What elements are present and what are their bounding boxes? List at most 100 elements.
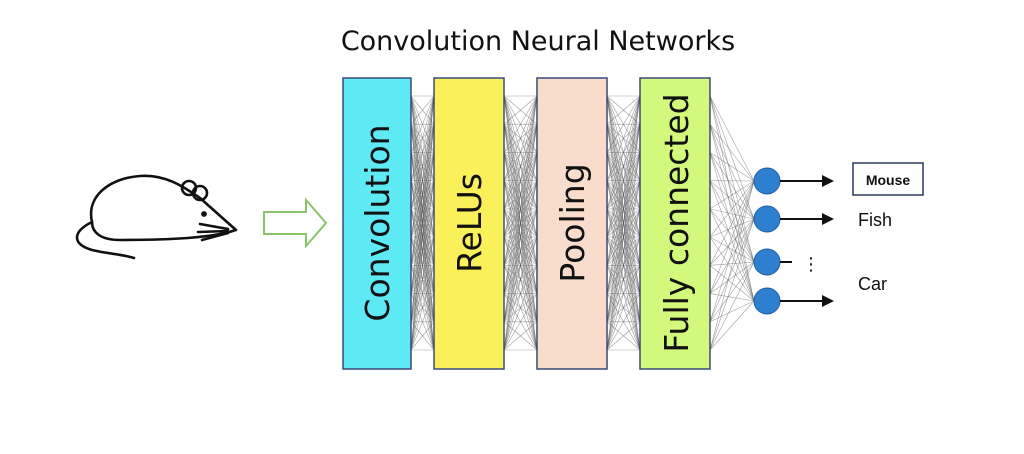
layer-relus: ReLUs <box>433 77 505 370</box>
connection-line <box>410 95 435 125</box>
layer-fully-connected-label: Fully connected <box>657 93 696 352</box>
connection-line <box>709 208 755 263</box>
connection-line <box>410 95 435 153</box>
connection-line <box>503 95 538 351</box>
connection-line <box>410 124 435 351</box>
connection-line <box>709 180 755 220</box>
connection-line <box>709 180 755 266</box>
output-node-3 <box>753 248 792 276</box>
connection-line <box>709 265 755 302</box>
connection-line <box>410 265 435 351</box>
connection-line <box>410 180 435 351</box>
output-ellipsis: ⋮ <box>802 254 820 275</box>
output-node-1 <box>753 167 834 195</box>
connection-line <box>503 95 538 125</box>
connection-line <box>503 265 538 351</box>
connection-line <box>709 218 755 238</box>
output-label-mouse-box: Mouse <box>852 162 924 196</box>
connection-line <box>606 124 641 351</box>
connection-line <box>709 95 755 263</box>
connection-line <box>709 208 755 220</box>
connection-line <box>709 95 755 220</box>
connection-line <box>606 152 641 351</box>
connection-line <box>410 237 435 351</box>
layer-convolution-label: Convolution <box>358 124 397 321</box>
connection-line <box>503 124 538 351</box>
connection-line <box>709 261 755 294</box>
connection-line <box>503 237 538 351</box>
connection-line <box>503 208 538 351</box>
connection-line <box>503 95 538 238</box>
connection-line <box>606 237 641 351</box>
connection-line <box>709 208 755 302</box>
connection-line <box>709 218 755 266</box>
connection-line <box>410 152 435 351</box>
connection-line <box>709 152 755 182</box>
diagram-title: Convolution Neural Networks <box>341 26 735 57</box>
connection-line <box>709 124 755 182</box>
connection-line <box>709 124 755 220</box>
hollow-right-arrow-icon <box>263 197 328 249</box>
connection-line <box>410 208 435 351</box>
output-node-4 <box>753 287 834 315</box>
connection-line <box>709 218 755 322</box>
connection-line <box>709 95 755 182</box>
connection-line <box>606 265 641 351</box>
connection-line <box>410 321 435 351</box>
connection-line <box>709 218 755 351</box>
connection-line <box>606 95 641 266</box>
connection-line <box>709 236 755 263</box>
connection-line <box>606 95 641 181</box>
connection-line <box>503 95 538 209</box>
connection-line <box>606 321 641 351</box>
connection-line <box>709 180 755 210</box>
connection-line <box>709 180 755 238</box>
connection-line <box>709 152 755 263</box>
connection-line <box>606 180 641 351</box>
connection-line <box>606 95 641 294</box>
layer-pooling: Pooling <box>536 77 608 370</box>
connection-line <box>709 124 755 263</box>
connection-line <box>503 95 538 181</box>
layer-relus-label: ReLUs <box>450 173 489 273</box>
connection-line <box>606 293 641 351</box>
connection-line <box>410 293 435 351</box>
connection-line <box>410 95 435 209</box>
connection-line <box>410 95 435 266</box>
connection-line <box>503 95 538 153</box>
connection-line <box>709 236 755 302</box>
connection-line <box>709 180 755 302</box>
connection-line <box>709 180 755 351</box>
connection-line <box>503 321 538 351</box>
connection-line <box>709 152 755 220</box>
connection-line <box>606 95 641 125</box>
output-label-fish: Fish <box>858 210 892 230</box>
connection-line <box>709 300 755 351</box>
layer-pooling-label: Pooling <box>553 163 592 282</box>
layer-connections <box>410 95 755 351</box>
connection-line <box>709 95 755 302</box>
connection-line <box>709 180 755 322</box>
connection-line <box>709 180 755 263</box>
connection-line <box>709 261 755 322</box>
connection-line <box>503 95 538 266</box>
connection-line <box>709 218 755 294</box>
connection-line <box>410 95 435 181</box>
connection-line <box>503 152 538 351</box>
connection-line <box>709 293 755 302</box>
output-node-2 <box>753 205 834 233</box>
connection-line <box>410 95 435 351</box>
connection-line <box>503 293 538 351</box>
connection-line <box>606 95 641 238</box>
connection-line <box>709 152 755 302</box>
connection-line <box>709 300 755 323</box>
connection-line <box>709 261 755 351</box>
connection-line <box>606 95 641 209</box>
output-label-mouse: Mouse <box>866 172 911 188</box>
connection-line <box>606 95 641 153</box>
connection-line <box>709 180 755 294</box>
connection-line <box>709 124 755 302</box>
mouse-icon <box>75 174 238 260</box>
output-label-car: Car <box>858 274 887 294</box>
